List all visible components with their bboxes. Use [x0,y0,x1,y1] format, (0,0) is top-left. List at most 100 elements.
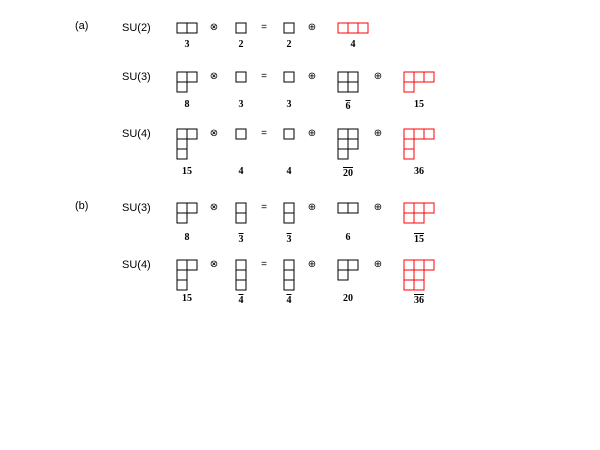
young-tableau [283,22,295,34]
tableau-box [403,279,415,291]
tableau-box [235,279,247,291]
dimension-label: 4 [286,294,292,306]
direct-sum-symbol: ⊕ [373,202,383,213]
tensor-symbol: ⊗ [209,259,219,270]
dimension-label: 2 [286,39,292,50]
tableau-box [186,202,198,214]
tableau-box [403,81,415,93]
tableau-box [283,212,295,224]
tableau-box [176,71,188,83]
equals-symbol: = [261,22,267,33]
direct-sum-symbol: ⊕ [307,259,317,270]
equals-symbol: = [261,202,267,213]
tableau-box [403,259,415,271]
tableau-box [176,22,188,34]
tableau-box [235,202,247,214]
equals-symbol: = [261,128,267,139]
tableau-box [423,71,435,83]
tableau-box [403,148,415,160]
tableau-box [337,71,349,83]
direct-sum-symbol: ⊕ [307,71,317,82]
tableau-box [337,138,349,150]
young-tableau [235,22,247,34]
tableau-box [347,71,359,83]
tableau-box [403,269,415,281]
tableau-box [423,259,435,271]
young-tableau [176,202,198,224]
tableau-box [186,128,198,140]
tensor-symbol: ⊗ [209,71,219,82]
young-tableau [235,202,247,224]
tableau-box [413,202,425,214]
tableau-box [186,259,198,271]
tableau-box [235,212,247,224]
equals-symbol: = [261,71,267,82]
tableau-box [403,128,415,140]
young-tableau [337,71,359,93]
dimension-label: 4 [286,166,292,177]
young-tableau [283,259,295,291]
dimension-label: 15 [182,293,192,304]
dimension-label: 3 [184,39,190,50]
tableau-box [176,202,188,214]
tableau-box [423,128,435,140]
group-label: SU(3) [122,202,151,214]
tableau-box [235,269,247,281]
tableau-box [176,269,188,281]
group-label: SU(4) [122,128,151,140]
dimension-label: 4 [238,294,244,306]
tableau-box [176,138,188,150]
tableau-box [403,212,415,224]
young-tableau [403,71,435,93]
direct-sum-symbol: ⊕ [307,202,317,213]
young-tableau [176,259,198,291]
direct-sum-symbol: ⊕ [307,22,317,33]
equals-symbol: = [261,259,267,270]
direct-sum-symbol: ⊕ [307,128,317,139]
tableau-box [347,81,359,93]
tableau-box [176,81,188,93]
dimension-label: 3 [238,99,244,110]
dimension-label: 3 [286,233,292,245]
young-tableau [403,128,435,160]
tableau-box [176,148,188,160]
tableau-box [403,202,415,214]
direct-sum-symbol: ⊕ [373,259,383,270]
tableau-box [337,269,349,281]
dimension-label: 3 [238,233,244,245]
dimension-label: 36 [414,294,424,306]
tableau-box [283,202,295,214]
dimension-label: 20 [343,293,353,304]
young-tableau [337,259,359,281]
section-label-b: (b) [75,200,89,212]
tableau-box [283,259,295,271]
dimension-label: 15 [414,233,424,245]
tableau-box [186,22,198,34]
dimension-label: 36 [414,166,424,177]
tableau-box [347,138,359,150]
dimension-label: 20 [343,167,353,179]
tableau-box [283,22,295,34]
tableau-box [283,279,295,291]
tensor-symbol: ⊗ [209,202,219,213]
direct-sum-symbol: ⊕ [373,71,383,82]
tableau-box [347,259,359,271]
tableau-box [235,22,247,34]
dimension-label: 2 [238,39,244,50]
tensor-symbol: ⊗ [209,128,219,139]
young-tableau [403,202,435,224]
tableau-box [413,71,425,83]
tableau-box [337,22,349,34]
tableau-box [347,202,359,214]
tableau-box [235,259,247,271]
tableau-box [403,71,415,83]
young-tableau [283,71,295,83]
tableau-box [413,212,425,224]
tableau-box [413,259,425,271]
tableau-box [413,128,425,140]
young-tableau [235,128,247,140]
young-tableau [337,128,359,160]
tableau-box [337,128,349,140]
